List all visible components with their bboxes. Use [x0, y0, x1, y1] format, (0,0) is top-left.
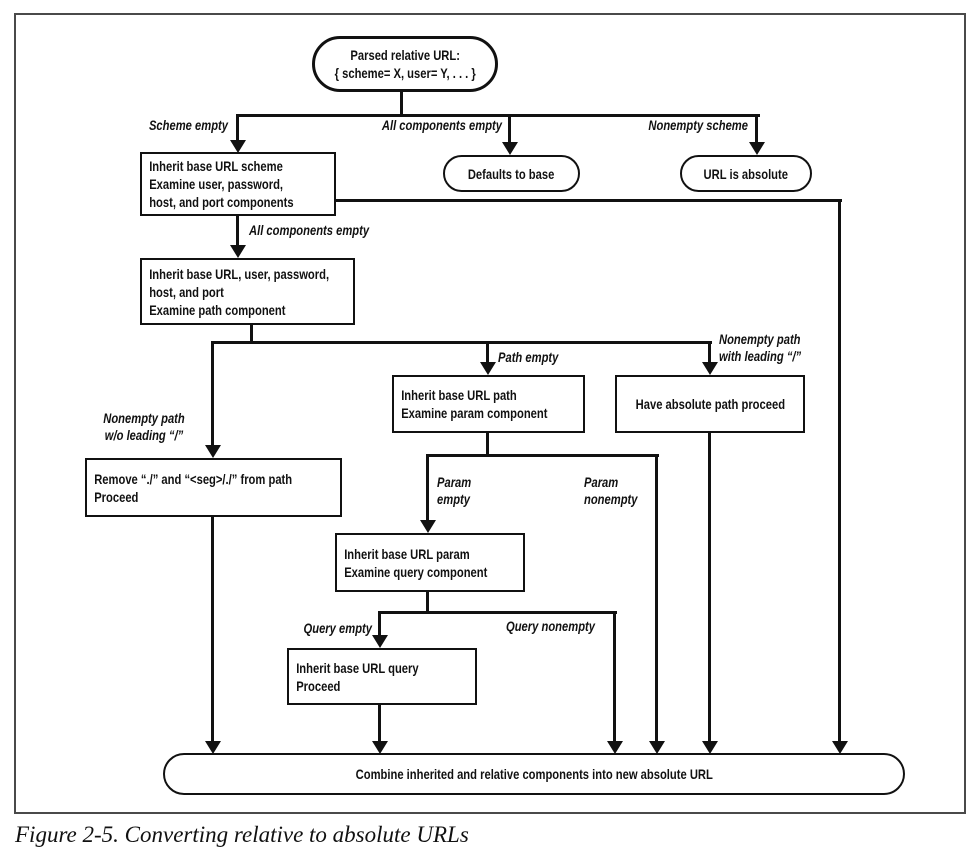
arrowhead-combine-1	[205, 741, 221, 754]
arrowhead-combine-6	[832, 741, 848, 754]
arrowhead-into-defaults	[502, 142, 518, 155]
connector-query-to-combine	[378, 704, 381, 741]
arrowhead-into-abspath	[702, 362, 718, 375]
connector-path-box-stub	[486, 432, 489, 456]
node-text-line: Inherit base URL query	[296, 659, 419, 676]
connector-param-empty	[426, 454, 429, 520]
connector-top-branch	[236, 114, 760, 117]
edge-label-all-components-empty-top: All components empty	[381, 117, 502, 133]
node-combine: Combine inherited and relative component…	[163, 753, 905, 795]
arrowhead-into-inherit-userinfo	[230, 245, 246, 258]
node-inherit-scheme-text: Inherit base URL scheme Examine user, pa…	[142, 157, 294, 211]
arrowhead-combine-3	[607, 741, 623, 754]
edge-label-line: nonempty	[584, 491, 638, 507]
arrowhead-into-inherit-query	[372, 635, 388, 648]
node-inherit-userinfo-text: Inherit base URL, user, password, host, …	[142, 265, 329, 319]
edge-label-line: Param	[584, 474, 619, 490]
connector-param-box-stub	[426, 591, 429, 613]
connector-param-nonempty	[655, 454, 658, 741]
edge-label-nonempty-scheme: Nonempty scheme	[648, 117, 748, 133]
edge-label-nonempty-path-wo-leading: Nonempty path w/o leading “/”	[98, 410, 191, 444]
node-absolute-path-text: Have absolute path proceed	[635, 396, 785, 412]
edge-label-scheme-empty: Scheme empty	[148, 117, 228, 133]
connector-nonempty-scheme	[755, 114, 758, 142]
edge-label-param-nonempty: Param nonempty	[584, 474, 638, 508]
node-text-line: Examine param component	[401, 405, 548, 421]
node-text-line: { scheme= X, user= Y, . . . }	[334, 65, 476, 81]
connector-param-branch	[426, 454, 659, 457]
node-text-line: Proceed	[94, 488, 139, 505]
edge-label-query-empty: Query empty	[303, 620, 372, 636]
node-parsed-relative-url: Parsed relative URL: { scheme= X, user= …	[312, 36, 498, 92]
connector-userinfo-stub	[250, 324, 253, 343]
connector-scheme-else-horizontal	[334, 199, 842, 202]
connector-start-stub	[400, 92, 403, 116]
node-inherit-param-text: Inherit base URL param Examine query com…	[337, 545, 487, 581]
node-url-is-absolute: URL is absolute	[680, 155, 812, 192]
connector-path-branch	[211, 341, 712, 344]
node-text-line: Proceed	[296, 677, 341, 694]
node-text-line: Examine path component	[149, 301, 286, 318]
node-inherit-scheme: Inherit base URL scheme Examine user, pa…	[140, 152, 336, 216]
node-inherit-query: Inherit base URL query Proceed	[287, 648, 477, 705]
edge-label-path-empty: Path empty	[498, 349, 559, 365]
node-text-line: Inherit base URL param	[344, 545, 470, 562]
edge-label-param-empty: Param empty	[437, 474, 471, 508]
arrowhead-into-remove	[205, 445, 221, 458]
arrowhead-combine-2	[372, 741, 388, 754]
node-parsed-relative-url-text: Parsed relative URL: { scheme= X, user= …	[334, 46, 475, 82]
arrowhead-into-inherit-scheme	[230, 140, 246, 153]
arrowhead-into-inherit-path	[480, 362, 496, 375]
connector-remove-to-combine	[211, 516, 214, 741]
node-text-line: host, and port components	[149, 194, 294, 210]
node-text-line: Parsed relative URL:	[350, 47, 460, 63]
node-text-line: Inherit base URL path	[401, 387, 517, 403]
edge-label-line: with leading “/”	[719, 348, 802, 364]
connector-query-nonempty	[613, 611, 616, 741]
node-inherit-userinfo: Inherit base URL, user, password, host, …	[140, 258, 355, 325]
connector-query-branch	[378, 611, 617, 614]
node-text-line: Inherit base URL, user, password,	[149, 265, 330, 282]
connector-scheme-empty	[236, 114, 239, 140]
connector-query-empty	[378, 611, 381, 635]
node-remove-dot-segments-text: Remove “./” and “<seg>/./” from path Pro…	[87, 470, 292, 506]
node-text-line: host, and port	[149, 283, 224, 300]
connector-scheme-else-vertical	[838, 199, 841, 741]
edge-label-line: Nonempty path	[719, 331, 801, 347]
connector-nonempty-path-wo	[211, 341, 214, 445]
connector-path-empty	[486, 341, 489, 362]
node-text-line: Examine query component	[344, 563, 488, 580]
figure-caption: Figure 2-5. Converting relative to absol…	[15, 822, 469, 847]
edge-label-line: w/o leading “/”	[104, 427, 184, 443]
node-defaults-to-base: Defaults to base	[443, 155, 580, 192]
edge-label-nonempty-path-with-leading: Nonempty path with leading “/”	[719, 331, 801, 365]
node-inherit-query-text: Inherit base URL query Proceed	[289, 659, 419, 695]
edge-label-line: Nonempty path	[103, 410, 185, 426]
node-inherit-path: Inherit base URL path Examine param comp…	[392, 375, 585, 433]
node-inherit-path-text: Inherit base URL path Examine param comp…	[394, 386, 547, 422]
edge-label-all-components-empty-mid: All components empty	[249, 222, 370, 238]
edge-label-query-nonempty: Query nonempty	[506, 618, 595, 634]
edge-label-line: empty	[437, 491, 470, 507]
connector-abspath-to-combine	[708, 432, 711, 741]
connector-all-empty-top	[508, 114, 511, 142]
node-text-line: Remove “./” and “<seg>/./” from path	[94, 470, 293, 487]
arrowhead-into-absolute	[749, 142, 765, 155]
node-combine-text: Combine inherited and relative component…	[355, 766, 713, 782]
arrowhead-combine-5	[702, 741, 718, 754]
node-remove-dot-segments: Remove “./” and “<seg>/./” from path Pro…	[85, 458, 342, 517]
arrowhead-combine-4	[649, 741, 665, 754]
edge-label-line: Param	[437, 474, 472, 490]
arrowhead-into-inherit-param	[420, 520, 436, 533]
node-text-line: Examine user, password,	[149, 176, 284, 192]
node-defaults-to-base-text: Defaults to base	[468, 165, 555, 182]
node-inherit-param: Inherit base URL param Examine query com…	[335, 533, 525, 592]
connector-all-empty-mid	[236, 216, 239, 245]
node-url-is-absolute-text: URL is absolute	[703, 165, 789, 182]
node-absolute-path: Have absolute path proceed	[615, 375, 805, 433]
node-text-line: Inherit base URL scheme	[149, 158, 283, 174]
connector-nonempty-path-with	[708, 341, 711, 362]
